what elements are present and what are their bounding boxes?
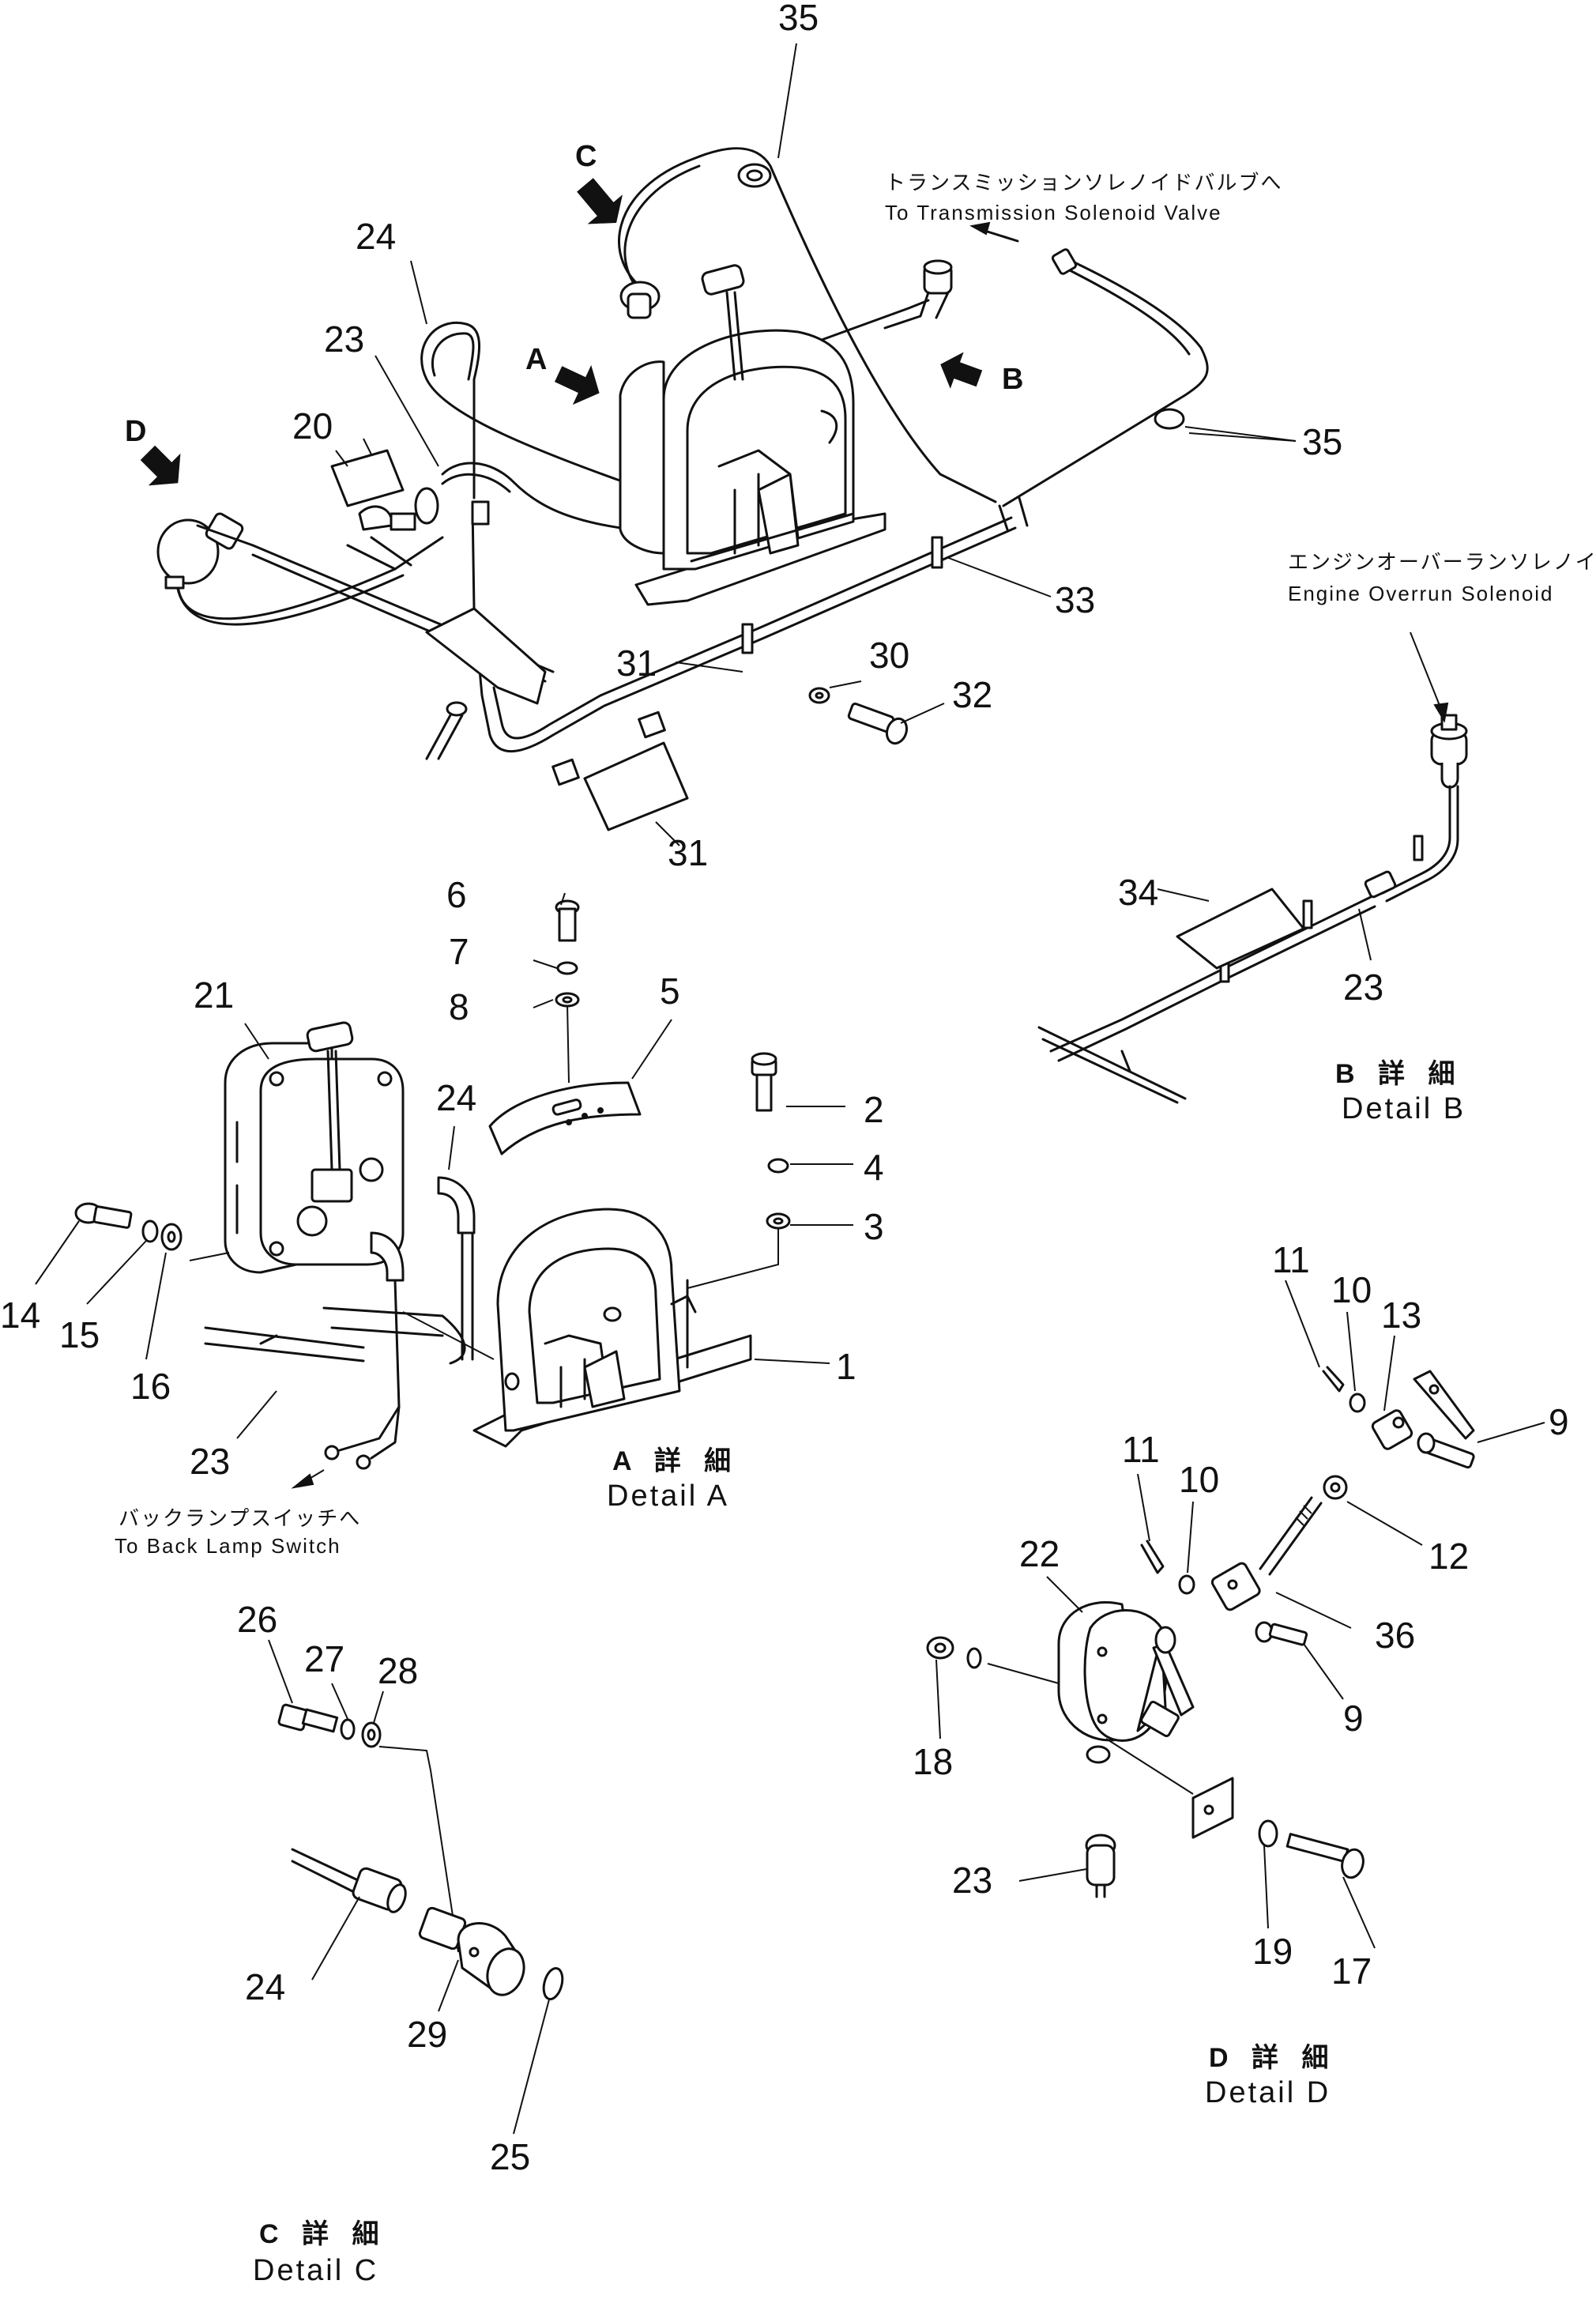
callout-34: 34 — [1118, 872, 1158, 913]
pedal — [425, 607, 547, 760]
caption-a-en: Detail A — [607, 1479, 729, 1513]
callout-14: 14 — [0, 1295, 40, 1336]
view-arrow-c: C — [575, 140, 623, 224]
bolt-32 — [847, 702, 909, 745]
callout-19: 19 — [1252, 1931, 1293, 1972]
note-engine-jp: エンジンオーバーランソレノイド — [1288, 550, 1596, 574]
callout-numbers: 35 35 24 23 20 33 31 30 32 31 6 7 8 5 21… — [0, 0, 1569, 2177]
caption-c-jp: C 詳 細 — [259, 2219, 386, 2249]
callout-31-upper: 31 — [616, 643, 657, 684]
detail-a — [74, 899, 791, 1489]
solenoid-b — [883, 259, 953, 330]
cover-5 — [488, 1081, 642, 1155]
callout-6: 6 — [446, 874, 467, 915]
connector-20 — [346, 487, 439, 571]
part-29 — [418, 1906, 525, 1996]
caption-b-en: Detail B — [1342, 1092, 1466, 1125]
callout-18: 18 — [913, 1741, 953, 1782]
callout-9-lower: 9 — [1343, 1698, 1364, 1739]
callout-8: 8 — [449, 986, 469, 1027]
detail-d — [926, 1366, 1475, 1898]
callout-35-right: 35 — [1302, 421, 1342, 462]
detail-captions: A 詳 細 Detail A B 詳 細 Detail B C 詳 細 Deta… — [253, 1059, 1466, 2287]
detail-c — [277, 1703, 564, 2001]
view-arrow-b-label: B — [1002, 363, 1023, 396]
callout-24-detail-a: 24 — [436, 1077, 476, 1118]
callout-24-main: 24 — [356, 216, 396, 257]
callout-27: 27 — [304, 1638, 344, 1679]
callout-4: 4 — [864, 1147, 884, 1188]
callout-2: 2 — [864, 1089, 884, 1130]
unit-22 — [1057, 1600, 1195, 1764]
callout-10-upper: 10 — [1331, 1269, 1372, 1310]
callout-23-detail-a: 23 — [190, 1441, 230, 1482]
callout-13: 13 — [1381, 1295, 1421, 1336]
view-arrow-d-label: D — [125, 415, 146, 448]
callout-9-upper: 9 — [1549, 1401, 1569, 1442]
shift-lever-bracket — [619, 264, 886, 606]
callout-15: 15 — [59, 1314, 100, 1355]
view-arrow-a: A — [525, 343, 600, 405]
callout-33: 33 — [1055, 579, 1095, 620]
engine-overrun-solenoid — [1430, 714, 1468, 789]
callout-35-top: 35 — [778, 0, 819, 38]
note-backlamp-jp: バックランプスイッチへ — [119, 1506, 361, 1530]
callout-30: 30 — [869, 635, 909, 676]
callout-10-lower: 10 — [1179, 1459, 1219, 1500]
callout-26: 26 — [237, 1599, 277, 1640]
callout-1: 1 — [836, 1346, 856, 1387]
view-arrow-c-label: C — [575, 140, 597, 173]
screw-6 — [555, 899, 580, 942]
bolt-17 — [1285, 1833, 1365, 1879]
callout-7: 7 — [449, 931, 469, 972]
leader-lines — [35, 43, 1545, 2135]
callout-23-detail-d: 23 — [952, 1860, 992, 1901]
callout-32: 32 — [952, 674, 992, 715]
callout-23-detail-b: 23 — [1343, 967, 1383, 1008]
note-backlamp-en: To Back Lamp Switch — [115, 1534, 341, 1558]
caption-d-jp: D 詳 細 — [1209, 2043, 1336, 2073]
view-arrow-d: D — [125, 415, 181, 486]
caption-b-jp: B 詳 細 — [1335, 1059, 1462, 1089]
caption-d-en: Detail D — [1205, 2076, 1331, 2109]
callout-24-detail-c: 24 — [245, 1966, 285, 2007]
callout-11-lower: 11 — [1122, 1429, 1160, 1470]
callout-11-upper: 11 — [1272, 1239, 1310, 1280]
caption-c-en: Detail C — [253, 2254, 378, 2287]
callout-23-main: 23 — [324, 318, 364, 360]
callout-5: 5 — [660, 971, 680, 1012]
callout-25: 25 — [490, 2136, 530, 2177]
bolt-2 — [751, 1052, 777, 1112]
view-arrow-a-label: A — [525, 343, 547, 376]
note-transmission-jp: トランスミッションソレノイドバルブへ — [885, 171, 1282, 194]
bolt-14 — [74, 1202, 133, 1229]
note-engine-en: Engine Overrun Solenoid — [1288, 582, 1554, 605]
callout-31-lower: 31 — [668, 832, 708, 873]
callout-17: 17 — [1331, 1951, 1372, 1992]
callout-29: 29 — [407, 2014, 447, 2055]
callout-16: 16 — [130, 1366, 171, 1407]
connector-c — [619, 281, 661, 319]
connector-24 — [352, 1867, 407, 1913]
callout-3: 3 — [864, 1206, 884, 1247]
caption-a-jp: A 詳 細 — [612, 1446, 739, 1476]
callout-28: 28 — [378, 1650, 418, 1691]
note-transmission-en: To Transmission Solenoid Valve — [885, 201, 1222, 224]
detail-b — [1037, 631, 1468, 1104]
notes: トランスミッションソレノイドバルブへ To Transmission Solen… — [115, 171, 1596, 1558]
view-arrow-b: B — [940, 352, 1023, 396]
callout-20: 20 — [292, 405, 333, 447]
callout-12: 12 — [1428, 1536, 1469, 1577]
bolt-26 — [277, 1703, 339, 1733]
callout-21: 21 — [194, 974, 234, 1016]
main-assembly — [156, 147, 1297, 846]
control-box-21 — [224, 1021, 405, 1274]
callout-36: 36 — [1375, 1615, 1415, 1656]
callout-22: 22 — [1019, 1533, 1060, 1574]
